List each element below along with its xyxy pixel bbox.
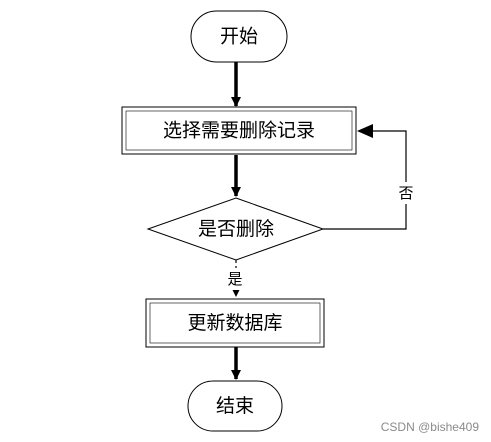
edge-label-no: 否 [398,184,413,202]
node-update-database: 更新数据库 [145,298,325,348]
node-end: 结束 [187,380,283,432]
node-update-database-label: 更新数据库 [187,312,282,334]
node-select-record-label: 选择需要删除记录 [163,120,315,142]
edge-label-yes: 是 [227,270,242,288]
watermark: CSDN @bishe409 [380,420,479,434]
edge-label-yes-background [225,268,245,290]
node-decision-label: 是否删除 [198,218,274,240]
node-decision: 是否删除 [146,197,325,261]
node-start-label: 开始 [220,26,258,48]
edge-decision-to-select [323,130,407,230]
node-start: 开始 [190,10,288,63]
node-end-label: 结束 [216,395,254,417]
node-select-record: 选择需要删除记录 [121,106,357,155]
loop-arrowhead [357,124,373,138]
edge-label-no-background [396,182,416,204]
